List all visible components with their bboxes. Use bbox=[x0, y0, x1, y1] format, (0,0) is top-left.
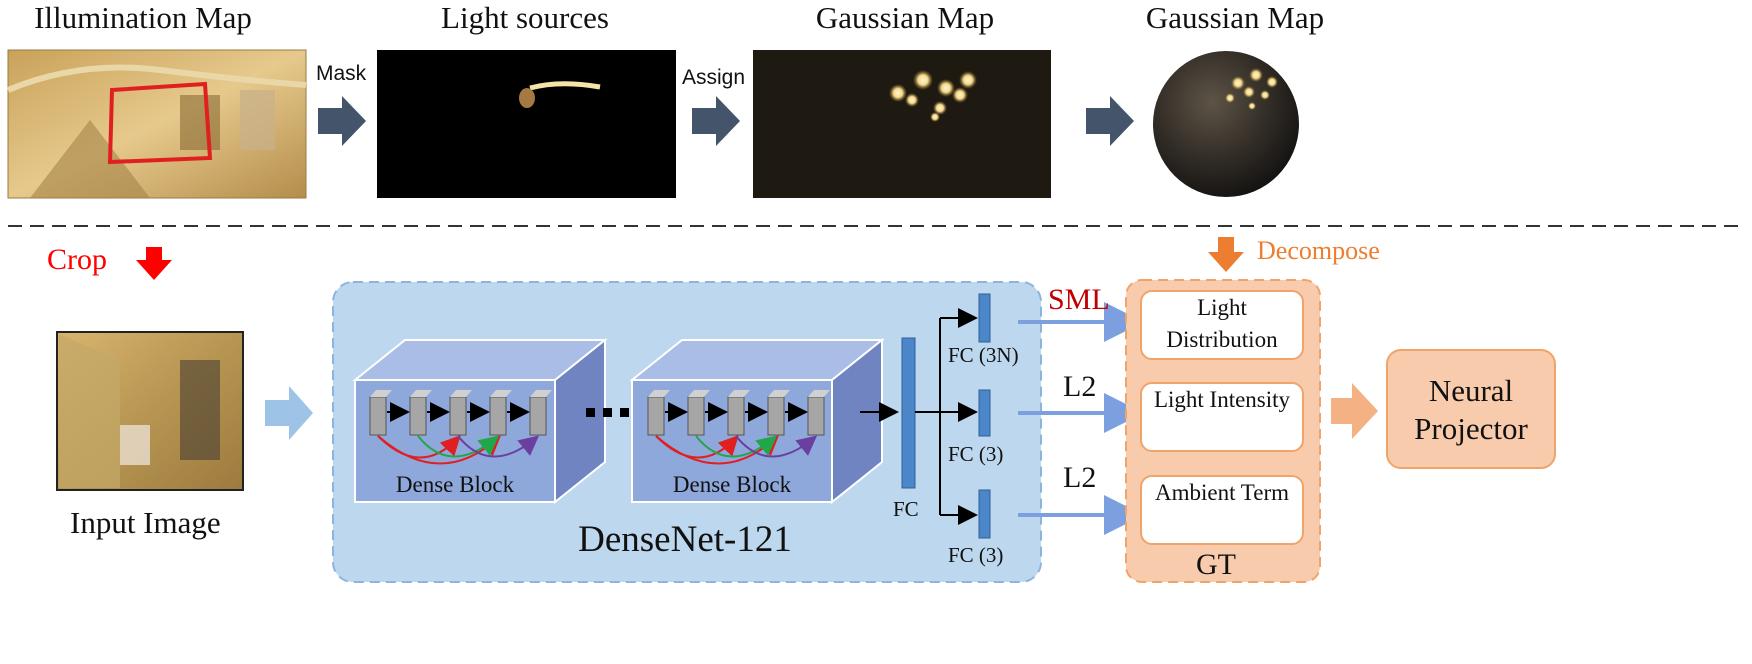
light-sources-image bbox=[377, 50, 676, 198]
gaussian-sphere-image bbox=[1153, 51, 1299, 197]
dense-block-1-label: Dense Block bbox=[395, 472, 515, 497]
neural-projector-box bbox=[1386, 349, 1556, 469]
fc-bar bbox=[901, 337, 916, 489]
fc-3-label-a: FC (3) bbox=[948, 442, 1004, 466]
gaussian-map-title: Gaussian Map bbox=[815, 0, 995, 35]
gt-ambient-term: Ambient Term bbox=[1140, 475, 1304, 545]
fc-label: FC bbox=[893, 497, 919, 521]
input-image-label: Input Image bbox=[70, 505, 221, 540]
loss-sml-label: SML bbox=[1048, 283, 1110, 316]
dense-block-2-label: Dense Block bbox=[672, 472, 792, 497]
fc-branch-arrows bbox=[940, 308, 978, 525]
illumination-map-image bbox=[6, 49, 307, 199]
gt-to-projector-arrow bbox=[1331, 383, 1378, 439]
gaussian-map-image bbox=[753, 50, 1051, 198]
fc-3-bar-a bbox=[978, 389, 991, 437]
loss-l2-label-b: L2 bbox=[1063, 461, 1097, 494]
loss-l2-label-a: L2 bbox=[1063, 370, 1097, 403]
fc-3-label-b: FC (3) bbox=[948, 543, 1004, 567]
input-image bbox=[56, 331, 244, 491]
crop-arrow bbox=[136, 247, 172, 280]
gt-label: GT bbox=[1196, 548, 1236, 581]
ellipsis-dots bbox=[586, 408, 629, 417]
fc-3n-label: FC (3N) bbox=[948, 343, 1019, 367]
neural-projector-label: Neural Projector bbox=[1414, 373, 1528, 446]
mask-arrow bbox=[318, 96, 366, 146]
output-arrows bbox=[1018, 302, 1144, 535]
input-to-network-arrow bbox=[265, 386, 313, 440]
dense-block-1-layers bbox=[369, 390, 552, 465]
gt-light-distribution: Light Distribution bbox=[1140, 290, 1304, 360]
illumination-map-title: Illumination Map bbox=[34, 0, 252, 35]
decompose-arrow bbox=[1208, 237, 1244, 272]
mask-label: Mask bbox=[316, 62, 367, 85]
network-name-label: DenseNet-121 bbox=[578, 519, 792, 560]
assign-arrow bbox=[692, 96, 740, 146]
fc-3n-bar bbox=[978, 293, 991, 343]
gt-light-intensity: Light Intensity bbox=[1140, 382, 1304, 452]
light-sources-title: Light sources bbox=[441, 0, 609, 35]
fc-branches bbox=[915, 318, 941, 515]
gaussian-map-title-2: Gaussian Map bbox=[1145, 0, 1325, 35]
fc-3-bar-b bbox=[978, 489, 991, 539]
sphere-arrow bbox=[1086, 96, 1134, 146]
assign-label: Assign bbox=[682, 66, 746, 89]
decompose-label: Decompose bbox=[1257, 236, 1380, 265]
crop-label: Crop bbox=[47, 243, 107, 276]
dense-block-2-layers bbox=[647, 390, 830, 465]
